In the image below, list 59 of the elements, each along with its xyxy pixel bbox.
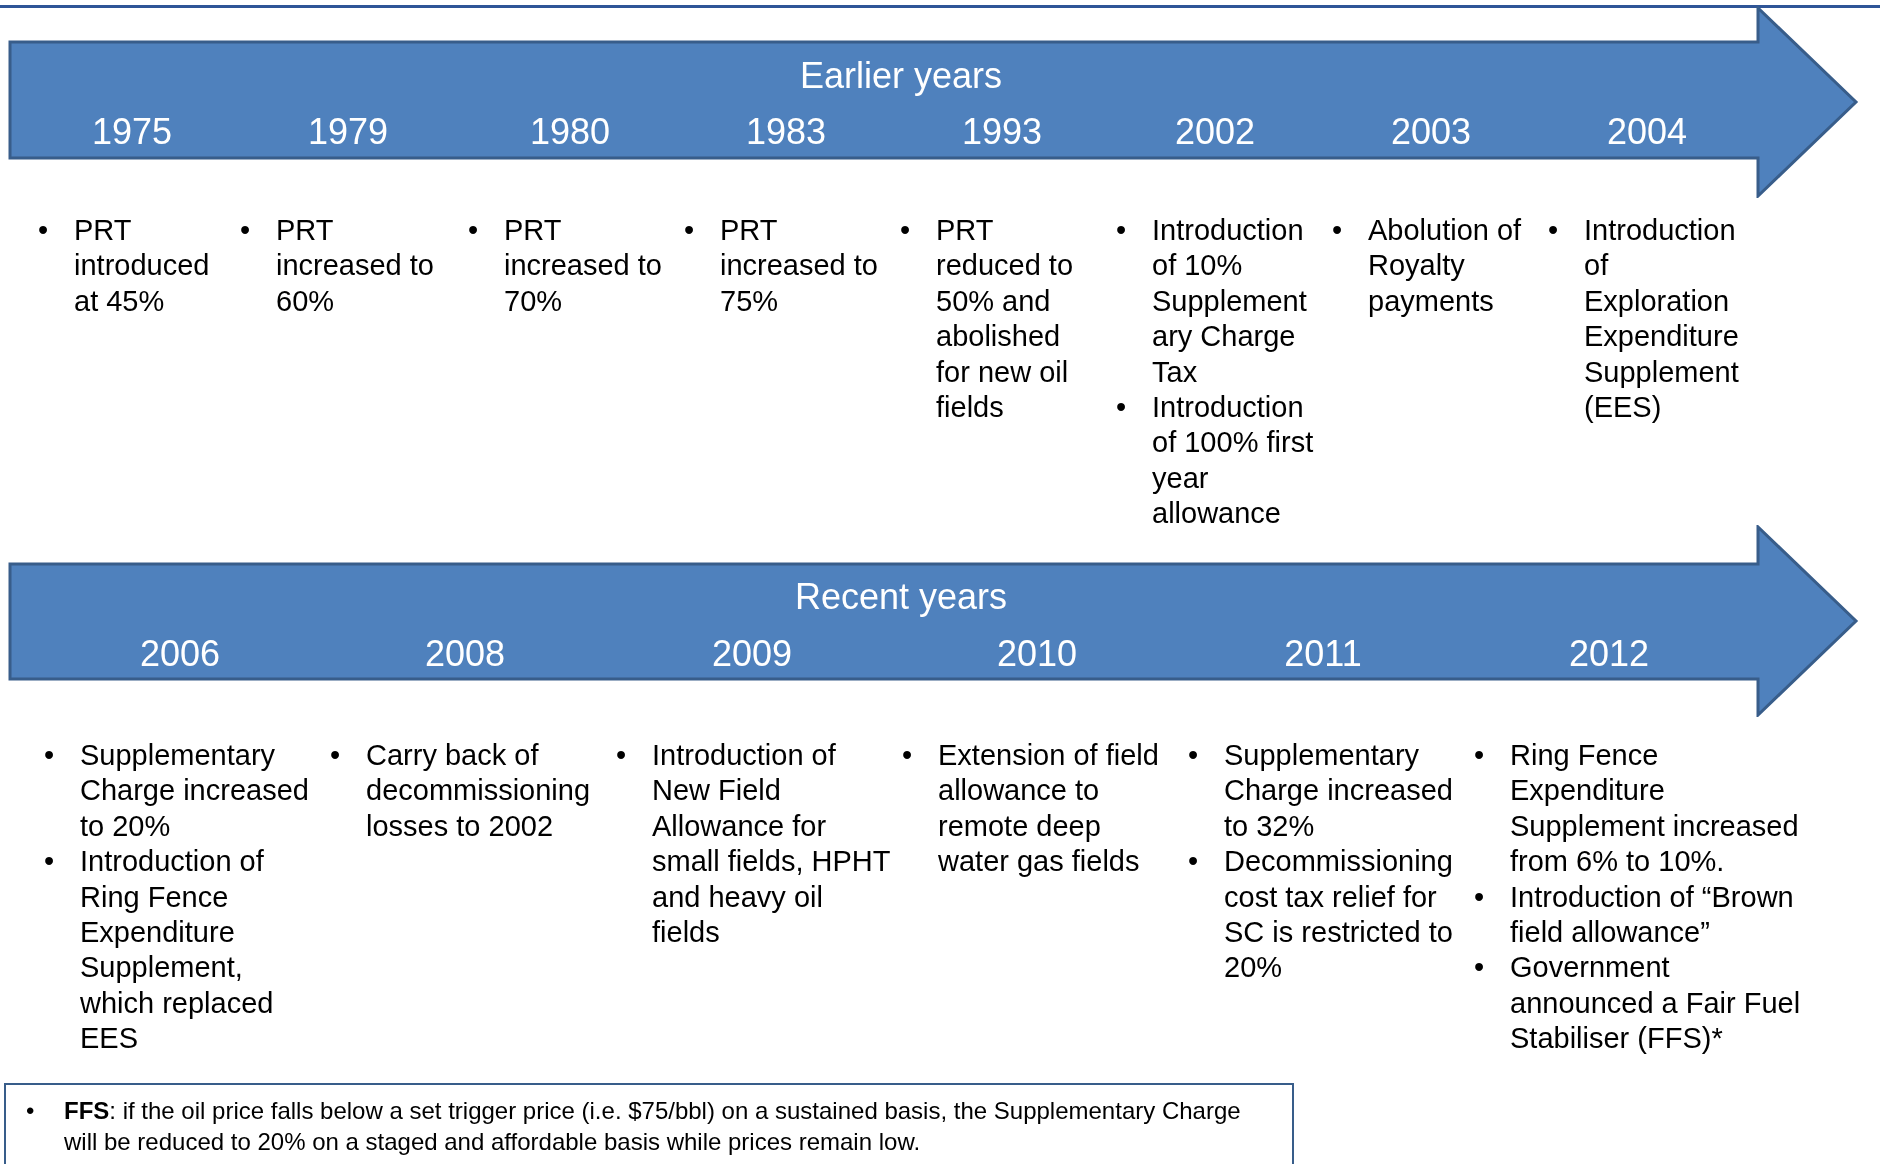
bullet-marker: • <box>684 213 695 248</box>
year-label: 2009 <box>711 633 793 675</box>
bullet-marker: • <box>330 738 341 773</box>
bullet-marker: • <box>1474 738 1485 773</box>
footnote-box <box>4 1083 1294 1164</box>
bullet-text: PRT increased to 60% <box>276 213 435 319</box>
bullet-marker: • <box>1332 213 1343 248</box>
bullet-text: Government announced a Fair Fuel Stabiliser (FFS)* <box>1510 950 1802 1057</box>
year-label: 1980 <box>529 111 611 153</box>
period-heading: Recent years <box>794 576 1008 618</box>
bullet-text: Ring Fence Expenditure Supplement increased from 6% to 10%. <box>1510 738 1800 880</box>
bullet-text: Carry back of decommissioning losses to 2002 <box>366 738 592 844</box>
bullet-marker: • <box>900 213 911 248</box>
bullet-marker: • <box>44 844 55 880</box>
period-heading: Earlier years <box>799 55 1003 97</box>
bullet-text: PRT increased to 70% <box>504 213 663 319</box>
year-label: 1979 <box>307 111 389 153</box>
bullet-marker: • <box>1474 950 1485 986</box>
bullet-text: Introduction of Exploration Expenditure Supplement (EES) <box>1584 213 1740 426</box>
bullet-marker: • <box>1474 879 1485 915</box>
footnote-text: FFS: if the oil price falls below a set trigger price (i.e. $75/bbl) on a sustained basis, the Supplementary Charge will be reduced to 20% on a staged and affordable basis while prices remain low. <box>64 1096 1242 1157</box>
year-label: 2008 <box>424 633 506 675</box>
year-label: 2012 <box>1568 633 1650 675</box>
year-label: 2002 <box>1174 111 1256 153</box>
bullet-text: Supplementary Charge increased to 32% <box>1224 738 1454 844</box>
bullet-text: Introduction of 10% Supplement ary Charge Tax <box>1152 213 1308 390</box>
year-label: 2003 <box>1390 111 1472 153</box>
bullet-marker: • <box>1188 844 1199 880</box>
year-label: 2004 <box>1606 111 1688 153</box>
bullet-marker: • <box>1548 213 1559 248</box>
bullet-marker: • <box>240 213 251 248</box>
year-label: 1993 <box>961 111 1043 153</box>
year-label: 2011 <box>1284 633 1362 675</box>
bullet-text: Abolution of Royalty payments <box>1368 213 1523 319</box>
bullet-text: Introduction of Ring Fence Expenditure Supplement, which replaced EES <box>80 844 275 1057</box>
bullet-marker: • <box>1116 213 1127 248</box>
bullet-marker: • <box>38 213 49 248</box>
bullet-text: Extension of field allowance to remote deep water gas fields <box>938 738 1160 880</box>
bullet-marker: • <box>902 738 913 773</box>
bullet-marker: • <box>26 1096 35 1126</box>
year-label: 2006 <box>139 633 221 675</box>
bullet-marker: • <box>468 213 479 248</box>
bullet-text: PRT introduced at 45% <box>74 213 211 319</box>
bullet-text: Introduction of 100% first year allowance <box>1152 390 1315 532</box>
year-label: 1983 <box>745 111 827 153</box>
bullet-text: Introduction of “Brown field allowance” <box>1510 879 1795 951</box>
bullet-marker: • <box>616 738 627 773</box>
timeline-arrow <box>8 525 1860 717</box>
bullet-text: PRT reduced to 50% and abolished for new oil fields <box>936 213 1075 426</box>
year-label: 1975 <box>91 111 173 153</box>
bullet-marker: • <box>1188 738 1199 773</box>
year-label: 2010 <box>996 633 1078 675</box>
timeline-arrow <box>8 6 1860 198</box>
bullet-text: Supplementary Charge increased to 20% <box>80 738 310 844</box>
bullet-text: Introduction of New Field Allowance for small fields, HPHT and heavy oil fields <box>652 738 891 951</box>
bullet-text: Decommissioning cost tax relief for SC is restricted to 20% <box>1224 844 1454 986</box>
bullet-marker: • <box>44 738 55 773</box>
bullet-marker: • <box>1116 390 1127 426</box>
bullet-text: PRT increased to 75% <box>720 213 879 319</box>
